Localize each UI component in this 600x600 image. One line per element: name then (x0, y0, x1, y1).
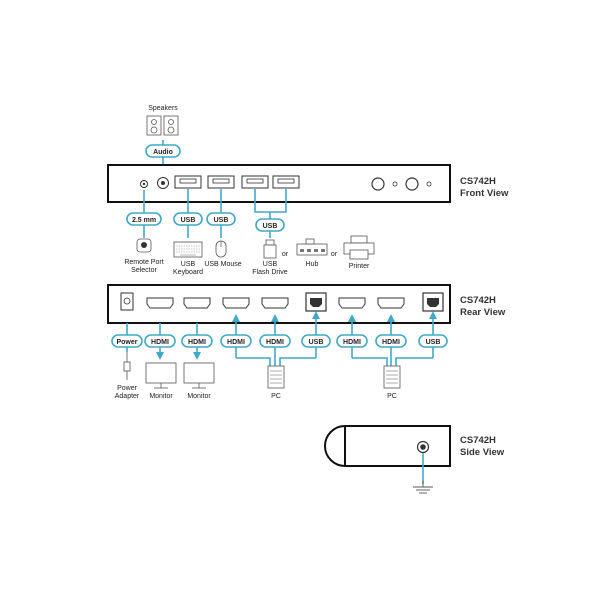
keyboard-label: USB (181, 261, 196, 268)
pc-1-label: PC (271, 393, 281, 400)
usb-pill-1 (173, 212, 203, 226)
monitor-1-label: Monitor (149, 393, 173, 400)
front-usb-port-3 (241, 175, 269, 189)
remote-port-jack (140, 180, 148, 188)
monitor-2-label: Monitor (187, 393, 211, 400)
hdmi-pill-4 (259, 334, 291, 348)
pc2-bundle-wire (352, 357, 433, 366)
pc-icon-2 (383, 365, 401, 389)
monitor-icon-2 (183, 362, 215, 389)
ground-symbol-icon (413, 481, 433, 494)
front-usb-port-4 (272, 175, 300, 189)
audio-jack (157, 177, 169, 189)
hdmi-port-1 (146, 297, 174, 309)
hdmi-pill-5 (336, 334, 368, 348)
usb-pill-rear-1-label: USB (309, 339, 324, 346)
ground-screw-icon (416, 440, 430, 454)
hdmi-pill-5-label: HDMI (343, 339, 361, 346)
side-panel (324, 425, 451, 467)
port-button-1 (371, 177, 385, 191)
hdmi-pill-6-label: HDMI (382, 339, 400, 346)
speakers-label: Speakers (148, 105, 178, 112)
hdmi-port-5 (338, 297, 366, 309)
flash-drive-icon (263, 239, 277, 259)
keyboard-icon (173, 241, 203, 258)
hdmi-pill-1 (144, 334, 176, 348)
remote-label: Remote Port (124, 259, 163, 266)
front-usb-port-1 (174, 175, 202, 189)
or-label-2: or (331, 251, 338, 258)
front-title: CS742H (460, 176, 496, 187)
usb-pill-rear-1 (301, 334, 331, 348)
audio-pill (145, 144, 181, 158)
rear-title: CS742H (460, 295, 496, 306)
hdmi-pill-2 (181, 334, 213, 348)
side-title: CS742H (460, 435, 496, 446)
remote-port-selector-icon (136, 238, 152, 253)
flash-label: USB (263, 261, 278, 268)
port-button-2 (405, 177, 419, 191)
mm-pill (126, 212, 162, 226)
flash-label-2: Flash Drive (252, 269, 288, 276)
side-subtitle: Side View (460, 447, 505, 458)
hub-icon (296, 238, 328, 256)
led-2 (426, 181, 432, 187)
rear-panel (107, 284, 451, 324)
led-1 (392, 181, 398, 187)
mm-pill-label: 2.5 mm (132, 217, 156, 224)
or-label-1: or (282, 251, 289, 258)
remote-label-2: Selector (131, 267, 157, 274)
usb-pill-2-label: USB (214, 217, 229, 224)
speakers-icon (146, 115, 179, 136)
power-pill (111, 334, 143, 348)
usb-pill-3-label: USB (263, 223, 278, 230)
adapter-label-2: Adapter (115, 393, 140, 400)
hdmi-port-6 (377, 297, 405, 309)
rear-subtitle: Rear View (460, 307, 506, 318)
usb-pill-rear-2-label: USB (426, 339, 441, 346)
usb-pill-2 (206, 212, 236, 226)
printer-label: Printer (349, 263, 370, 270)
printer-icon (343, 235, 375, 260)
hdmi-port-2 (183, 297, 211, 309)
pc-icon-1 (267, 365, 285, 389)
audio-pill-label: Audio (153, 149, 173, 156)
hdmi-port-3 (222, 297, 250, 309)
hdmi-port-4 (261, 297, 289, 309)
hdmi-pill-4-label: HDMI (266, 339, 284, 346)
adapter-label: Power (117, 385, 138, 392)
monitor-icon-1 (145, 362, 177, 389)
hub-label: Hub (306, 261, 319, 268)
hdmi-pill-6 (375, 334, 407, 348)
front-subtitle: Front View (460, 188, 509, 199)
power-port (120, 292, 134, 311)
power-pill-label: Power (116, 339, 137, 346)
usb-pill-3 (255, 218, 285, 232)
hdmi-pill-1-label: HDMI (151, 339, 169, 346)
mouse-icon (215, 240, 227, 258)
power-adapter-icon (123, 352, 131, 380)
usb-pill-rear-2 (418, 334, 448, 348)
pc1-bundle-wire (236, 357, 316, 366)
mouse-label: USB Mouse (204, 261, 241, 268)
hdmi-pill-3-label: HDMI (227, 339, 245, 346)
hdmi-pill-3 (220, 334, 252, 348)
front-panel (107, 164, 451, 203)
keyboard-label-2: Keyboard (173, 269, 203, 276)
usb-pill-1-label: USB (181, 217, 196, 224)
front-usb-port-2 (207, 175, 235, 189)
hdmi-pill-2-label: HDMI (188, 339, 206, 346)
pc-2-label: PC (387, 393, 397, 400)
